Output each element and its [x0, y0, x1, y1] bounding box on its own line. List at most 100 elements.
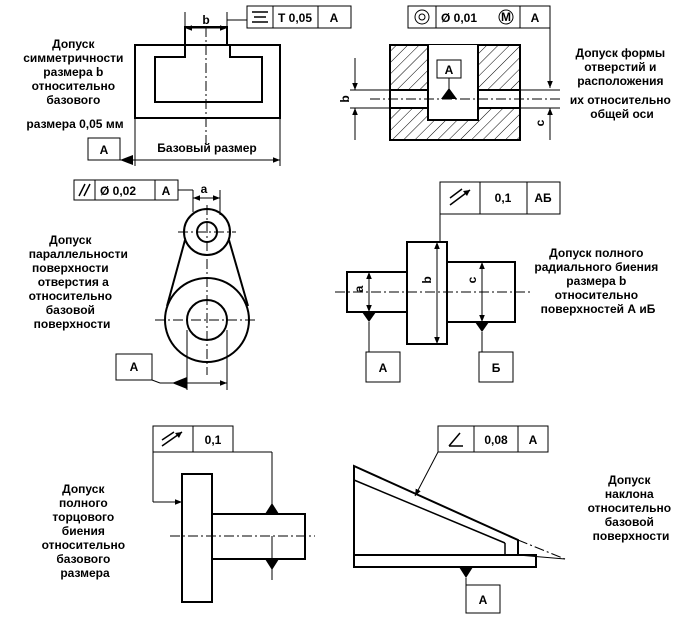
caption-line: размера 0,05 мм: [26, 117, 123, 131]
runout-icon: [161, 431, 183, 447]
frame-value: Ø 0,01: [441, 11, 477, 25]
caption-line: их относительно: [570, 93, 671, 107]
panel1-caption: Допуск симметричности размера b относите…: [23, 37, 127, 131]
base-plate: [353, 554, 537, 568]
panel-parallelism: Ø 0,02 A a A Допуск параллельности повер…: [29, 179, 258, 390]
dim-label-a: a: [201, 182, 208, 196]
panel3-caption: Допуск параллельности поверхности отверс…: [29, 233, 132, 331]
caption-line: полного: [59, 496, 108, 510]
datum-box: [87, 137, 121, 161]
inclined-surface: [353, 479, 506, 544]
feature-control-frame: 0,1: [152, 425, 234, 453]
dim-label-a: a: [352, 285, 366, 292]
caption-line: относительно: [32, 79, 116, 93]
dim-label-b: b: [338, 95, 352, 102]
caption-line: базовой: [46, 303, 95, 317]
base-size-label: Базовый размер: [157, 141, 256, 155]
feature-control-frame: 0,1 АБ: [439, 181, 561, 215]
datum-box: [465, 584, 501, 614]
caption-line: относительно: [555, 288, 639, 302]
panel-form-position: Ø 0,01 M A A b c: [338, 5, 671, 141]
caption-line: размера b: [566, 274, 626, 288]
frame-value: T 0,05: [278, 11, 312, 25]
caption-line: размера b: [43, 65, 103, 79]
feature-control-frame: T 0,05 A: [246, 5, 352, 29]
datum-box-b: [478, 351, 514, 383]
panel6-caption: Допуск наклона относительно базовой пове…: [588, 473, 675, 543]
panel-radial-runout: 0,1 АБ a b c A Б Допуск полного радиальн…: [335, 181, 661, 383]
modifier-label: M: [501, 10, 511, 24]
caption-line: относительно: [42, 538, 126, 552]
datum-triangle: [475, 322, 489, 332]
frame-value: 0,1: [205, 433, 222, 447]
caption-line: Допуск: [608, 473, 651, 487]
runout-icon: [449, 188, 471, 206]
dim-label-b: b: [420, 276, 434, 283]
frame-value: 0,08: [484, 433, 508, 447]
dim-label-c: c: [465, 276, 479, 283]
caption-line: общей оси: [590, 107, 653, 121]
caption-line: Допуск: [62, 482, 105, 496]
parallelism-icon: [78, 183, 91, 197]
leader: [414, 451, 439, 497]
slot: [427, 45, 479, 121]
caption-line: базового: [46, 93, 100, 107]
panel5-caption: Допуск полного торцового биения относите…: [42, 482, 129, 580]
panel-axial-runout: 0,1 Допуск полного торцового биения отно…: [42, 425, 315, 603]
dim-label-b: b: [202, 13, 209, 27]
datum-triangle: [172, 377, 187, 389]
flange: [181, 473, 213, 603]
datum-label: A: [130, 360, 139, 374]
datum-label: A: [479, 593, 488, 607]
datum-label: A: [379, 361, 388, 375]
datum-triangle: [362, 312, 376, 322]
caption-line: параллельности: [29, 247, 128, 261]
caption-line: размера: [60, 566, 110, 580]
caption-line: Допуск: [52, 37, 95, 51]
frame-datum: A: [529, 433, 538, 447]
datum-triangle: [459, 567, 473, 578]
frame-datum: A: [330, 11, 339, 25]
feature-control-frame: Ø 0,01 M A: [407, 5, 551, 29]
datum-box-a: [365, 351, 401, 383]
datum-label: A: [445, 63, 454, 77]
caption-line: расположения: [577, 74, 663, 88]
caption-line: Допуск формы: [576, 46, 666, 60]
datum-box: [115, 353, 153, 381]
caption-line: поверхностей А иБ: [541, 302, 656, 316]
panel-symmetry: Допуск симметричности размера b относите…: [23, 5, 352, 166]
wedge: [353, 464, 519, 556]
frame-datum: A: [531, 11, 540, 25]
caption-line: поверхности: [593, 529, 670, 543]
frame-box: [437, 425, 549, 453]
caption-line: отверстий и: [584, 60, 656, 74]
datum-label: Б: [492, 361, 501, 375]
feature-control-frame: 0,08 A: [437, 425, 549, 453]
caption-line: базового: [56, 552, 110, 566]
frame-value: Ø 0,02: [100, 184, 136, 198]
caption-line: торцового: [52, 510, 114, 524]
datum-triangle: [441, 88, 457, 99]
frame-datum: A: [162, 184, 171, 198]
caption-line: Допуск полного: [549, 246, 643, 260]
caption-line: относительно: [588, 501, 672, 515]
caption-line: наклона: [605, 487, 654, 501]
datum-triangle: [265, 503, 279, 514]
panel4-caption: Допуск полного радиального биения размер…: [534, 246, 661, 316]
datum-triangle: [120, 155, 133, 165]
dim-label-c: c: [533, 119, 547, 126]
part-outline: [134, 26, 281, 119]
caption-line: поверхности: [32, 261, 109, 275]
caption-line: отверстия a: [38, 275, 109, 289]
web-left: [166, 239, 186, 307]
caption-line: Допуск: [49, 233, 92, 247]
caption-line: относительно: [29, 289, 113, 303]
slot-outline: [154, 44, 263, 103]
frame-datum: АБ: [534, 191, 552, 205]
max-material-icon: M: [498, 9, 514, 25]
web-right: [228, 239, 249, 307]
panel-angularity: 0,08 A A Допуск наклона относительно баз…: [353, 425, 675, 614]
caption-line: биения: [62, 524, 105, 538]
frame-value: 0,1: [495, 191, 512, 205]
